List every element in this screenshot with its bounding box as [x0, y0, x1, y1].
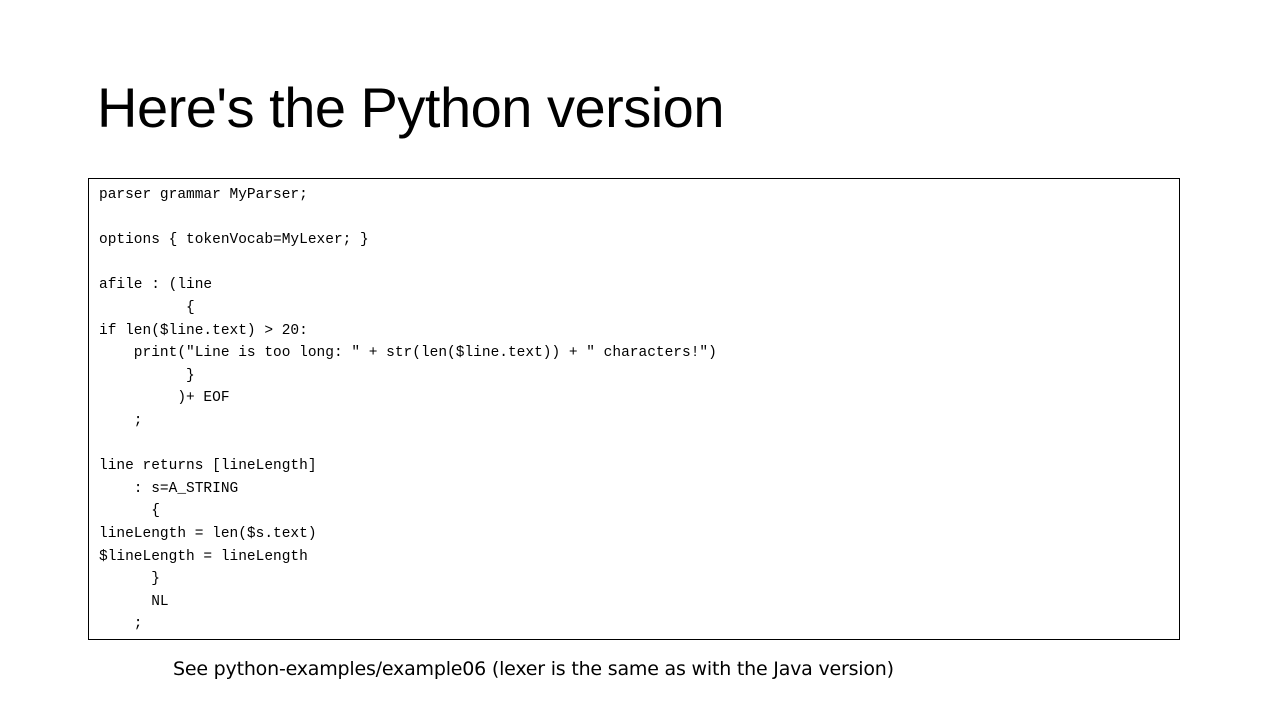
code-line: )+ EOF: [99, 390, 230, 407]
code-line: options { tokenVocab=MyLexer; }: [99, 232, 369, 249]
code-line: {: [99, 299, 195, 316]
code-line: ;: [99, 616, 143, 633]
code-line: ;: [99, 412, 143, 429]
code-line: parser grammar MyParser;: [99, 187, 308, 203]
code-line: [99, 252, 1179, 275]
code-block: parser grammar MyParser; options { token…: [88, 178, 1180, 640]
code-line: }: [99, 367, 195, 384]
code-line: print("Line is too long: " + str(len($li…: [99, 345, 717, 362]
code-line: {: [99, 503, 160, 520]
code-line: line returns [lineLength]: [99, 458, 317, 475]
code-line: if len($line.text) > 20:: [99, 322, 308, 339]
code-line: : s=A_STRING: [99, 480, 239, 497]
code-line: lineLength = len($s.text): [99, 525, 317, 542]
code-line: [99, 433, 1179, 456]
code-line: $lineLength = lineLength: [99, 548, 308, 565]
code-line: NL: [99, 593, 169, 610]
code-line: }: [99, 571, 160, 588]
code-line: [99, 207, 1179, 230]
slide-title: Here's the Python version: [97, 76, 724, 139]
caption: See python-examples/example06 (lexer is …: [173, 658, 894, 680]
code-line: afile : (line: [99, 277, 213, 294]
